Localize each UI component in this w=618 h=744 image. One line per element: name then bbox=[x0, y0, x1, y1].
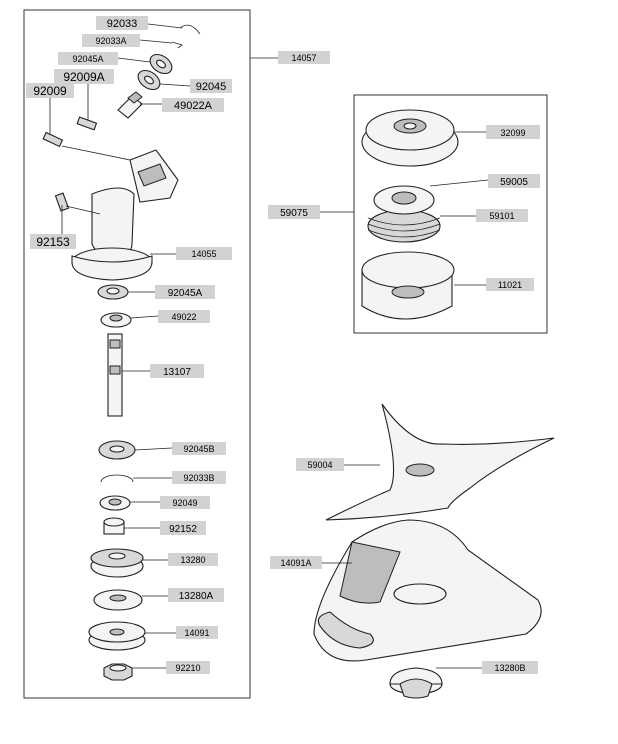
label-92049-text: 92049 bbox=[172, 498, 197, 508]
bearing-92045A-top bbox=[117, 53, 173, 75]
label-49022-text: 49022 bbox=[171, 312, 196, 322]
label-14057-text: 14057 bbox=[291, 53, 316, 63]
label-92033B: 92033B bbox=[172, 471, 226, 484]
label-13280B-text: 13280B bbox=[494, 663, 525, 673]
label-14055: 14055 bbox=[176, 247, 232, 260]
gear-head-assembly-frame bbox=[23, 9, 251, 699]
label-14091A: 14091A bbox=[270, 556, 322, 569]
label-32099-text: 32099 bbox=[500, 128, 525, 138]
label-13280A: 13280A bbox=[168, 588, 224, 602]
guard-14091A bbox=[313, 519, 542, 662]
label-49022A: 49022A bbox=[162, 98, 224, 112]
label-14057: 14057 bbox=[278, 51, 330, 64]
label-59101-text: 59101 bbox=[489, 211, 514, 221]
spool-59101 bbox=[367, 185, 476, 243]
nut-92210 bbox=[103, 663, 166, 681]
shaft-13107 bbox=[107, 333, 150, 417]
label-14091A-text: 14091A bbox=[280, 558, 311, 568]
bearing-92045 bbox=[137, 69, 191, 91]
collar-92152 bbox=[103, 517, 160, 535]
label-13107: 13107 bbox=[150, 364, 204, 378]
label-59004-text: 59004 bbox=[307, 460, 332, 470]
label-92045A-top-text: 92045A bbox=[72, 54, 103, 64]
label-13280A-text: 13280A bbox=[179, 591, 214, 602]
label-92049: 92049 bbox=[160, 496, 210, 509]
bevel-gear-49022A bbox=[117, 91, 162, 119]
gear-49022 bbox=[100, 312, 159, 328]
label-92033A: 92033A bbox=[82, 34, 140, 47]
label-92153-text: 92153 bbox=[36, 235, 70, 249]
label-13107-text: 13107 bbox=[163, 367, 191, 378]
label-59005: 59005 bbox=[488, 174, 540, 188]
label-92033B-text: 92033B bbox=[183, 473, 214, 483]
label-92033-text: 92033 bbox=[107, 18, 138, 30]
label-14055-text: 14055 bbox=[191, 249, 216, 259]
label-59005-text: 59005 bbox=[500, 177, 528, 188]
holder-plate-13280A bbox=[93, 589, 168, 611]
trimmer-cap-32099 bbox=[361, 109, 486, 167]
label-59075-text: 59075 bbox=[280, 208, 308, 219]
label-92045A-top: 92045A bbox=[58, 52, 118, 65]
label-59004: 59004 bbox=[296, 458, 344, 471]
spring-59005 bbox=[429, 179, 489, 187]
label-14091-text: 14091 bbox=[184, 628, 209, 638]
label-13280B: 13280B bbox=[482, 661, 538, 674]
label-13280-text: 13280 bbox=[180, 555, 205, 565]
label-92009A: 92009A bbox=[54, 69, 114, 84]
label-32099: 32099 bbox=[486, 125, 540, 139]
label-92152: 92152 bbox=[160, 521, 206, 535]
label-92152-text: 92152 bbox=[169, 524, 197, 535]
label-92009: 92009 bbox=[26, 83, 74, 98]
label-11021: 11021 bbox=[486, 278, 534, 291]
label-14091: 14091 bbox=[176, 626, 218, 639]
holder-13280 bbox=[90, 548, 168, 578]
pin-92033A bbox=[139, 39, 183, 49]
screw-92153 bbox=[54, 192, 101, 234]
snap-ring-92033 bbox=[147, 23, 201, 35]
washer-92049 bbox=[99, 495, 160, 511]
trimmer-head-assembly-frame bbox=[353, 94, 548, 334]
housing-11021 bbox=[361, 251, 486, 320]
gear-case-upper bbox=[129, 149, 179, 203]
label-92210: 92210 bbox=[166, 661, 210, 674]
label-92045B: 92045B bbox=[172, 442, 226, 455]
label-49022A-text: 49022A bbox=[174, 100, 213, 112]
bearing-92045A bbox=[97, 284, 155, 300]
label-92210-text: 92210 bbox=[175, 663, 200, 673]
label-92153: 92153 bbox=[30, 234, 76, 249]
label-49022: 49022 bbox=[158, 310, 210, 323]
bearing-92045B bbox=[98, 440, 173, 460]
label-92045-top-text: 92045 bbox=[196, 81, 227, 93]
label-92045B-text: 92045B bbox=[183, 444, 214, 454]
label-59075: 59075 bbox=[268, 205, 320, 219]
gear-housing-14055 bbox=[71, 187, 176, 281]
cover-14091 bbox=[88, 621, 176, 651]
label-92045A: 92045A bbox=[155, 285, 215, 299]
label-92045A-text: 92045A bbox=[168, 288, 203, 299]
fitting-13280B bbox=[389, 667, 482, 699]
snap-ring-92033B bbox=[100, 474, 172, 483]
label-11021-text: 11021 bbox=[498, 280, 522, 290]
label-13280: 13280 bbox=[168, 553, 218, 566]
label-92033A-text: 92033A bbox=[95, 36, 126, 46]
blade-59004 bbox=[325, 403, 555, 521]
label-59101: 59101 bbox=[476, 209, 528, 222]
bolt-92009A bbox=[76, 84, 98, 131]
label-92009A-text: 92009A bbox=[63, 70, 104, 84]
label-92009-text: 92009 bbox=[33, 84, 67, 98]
bolt-92009 bbox=[42, 97, 131, 161]
label-92033: 92033 bbox=[96, 16, 148, 30]
label-92045-top: 92045 bbox=[190, 79, 232, 93]
